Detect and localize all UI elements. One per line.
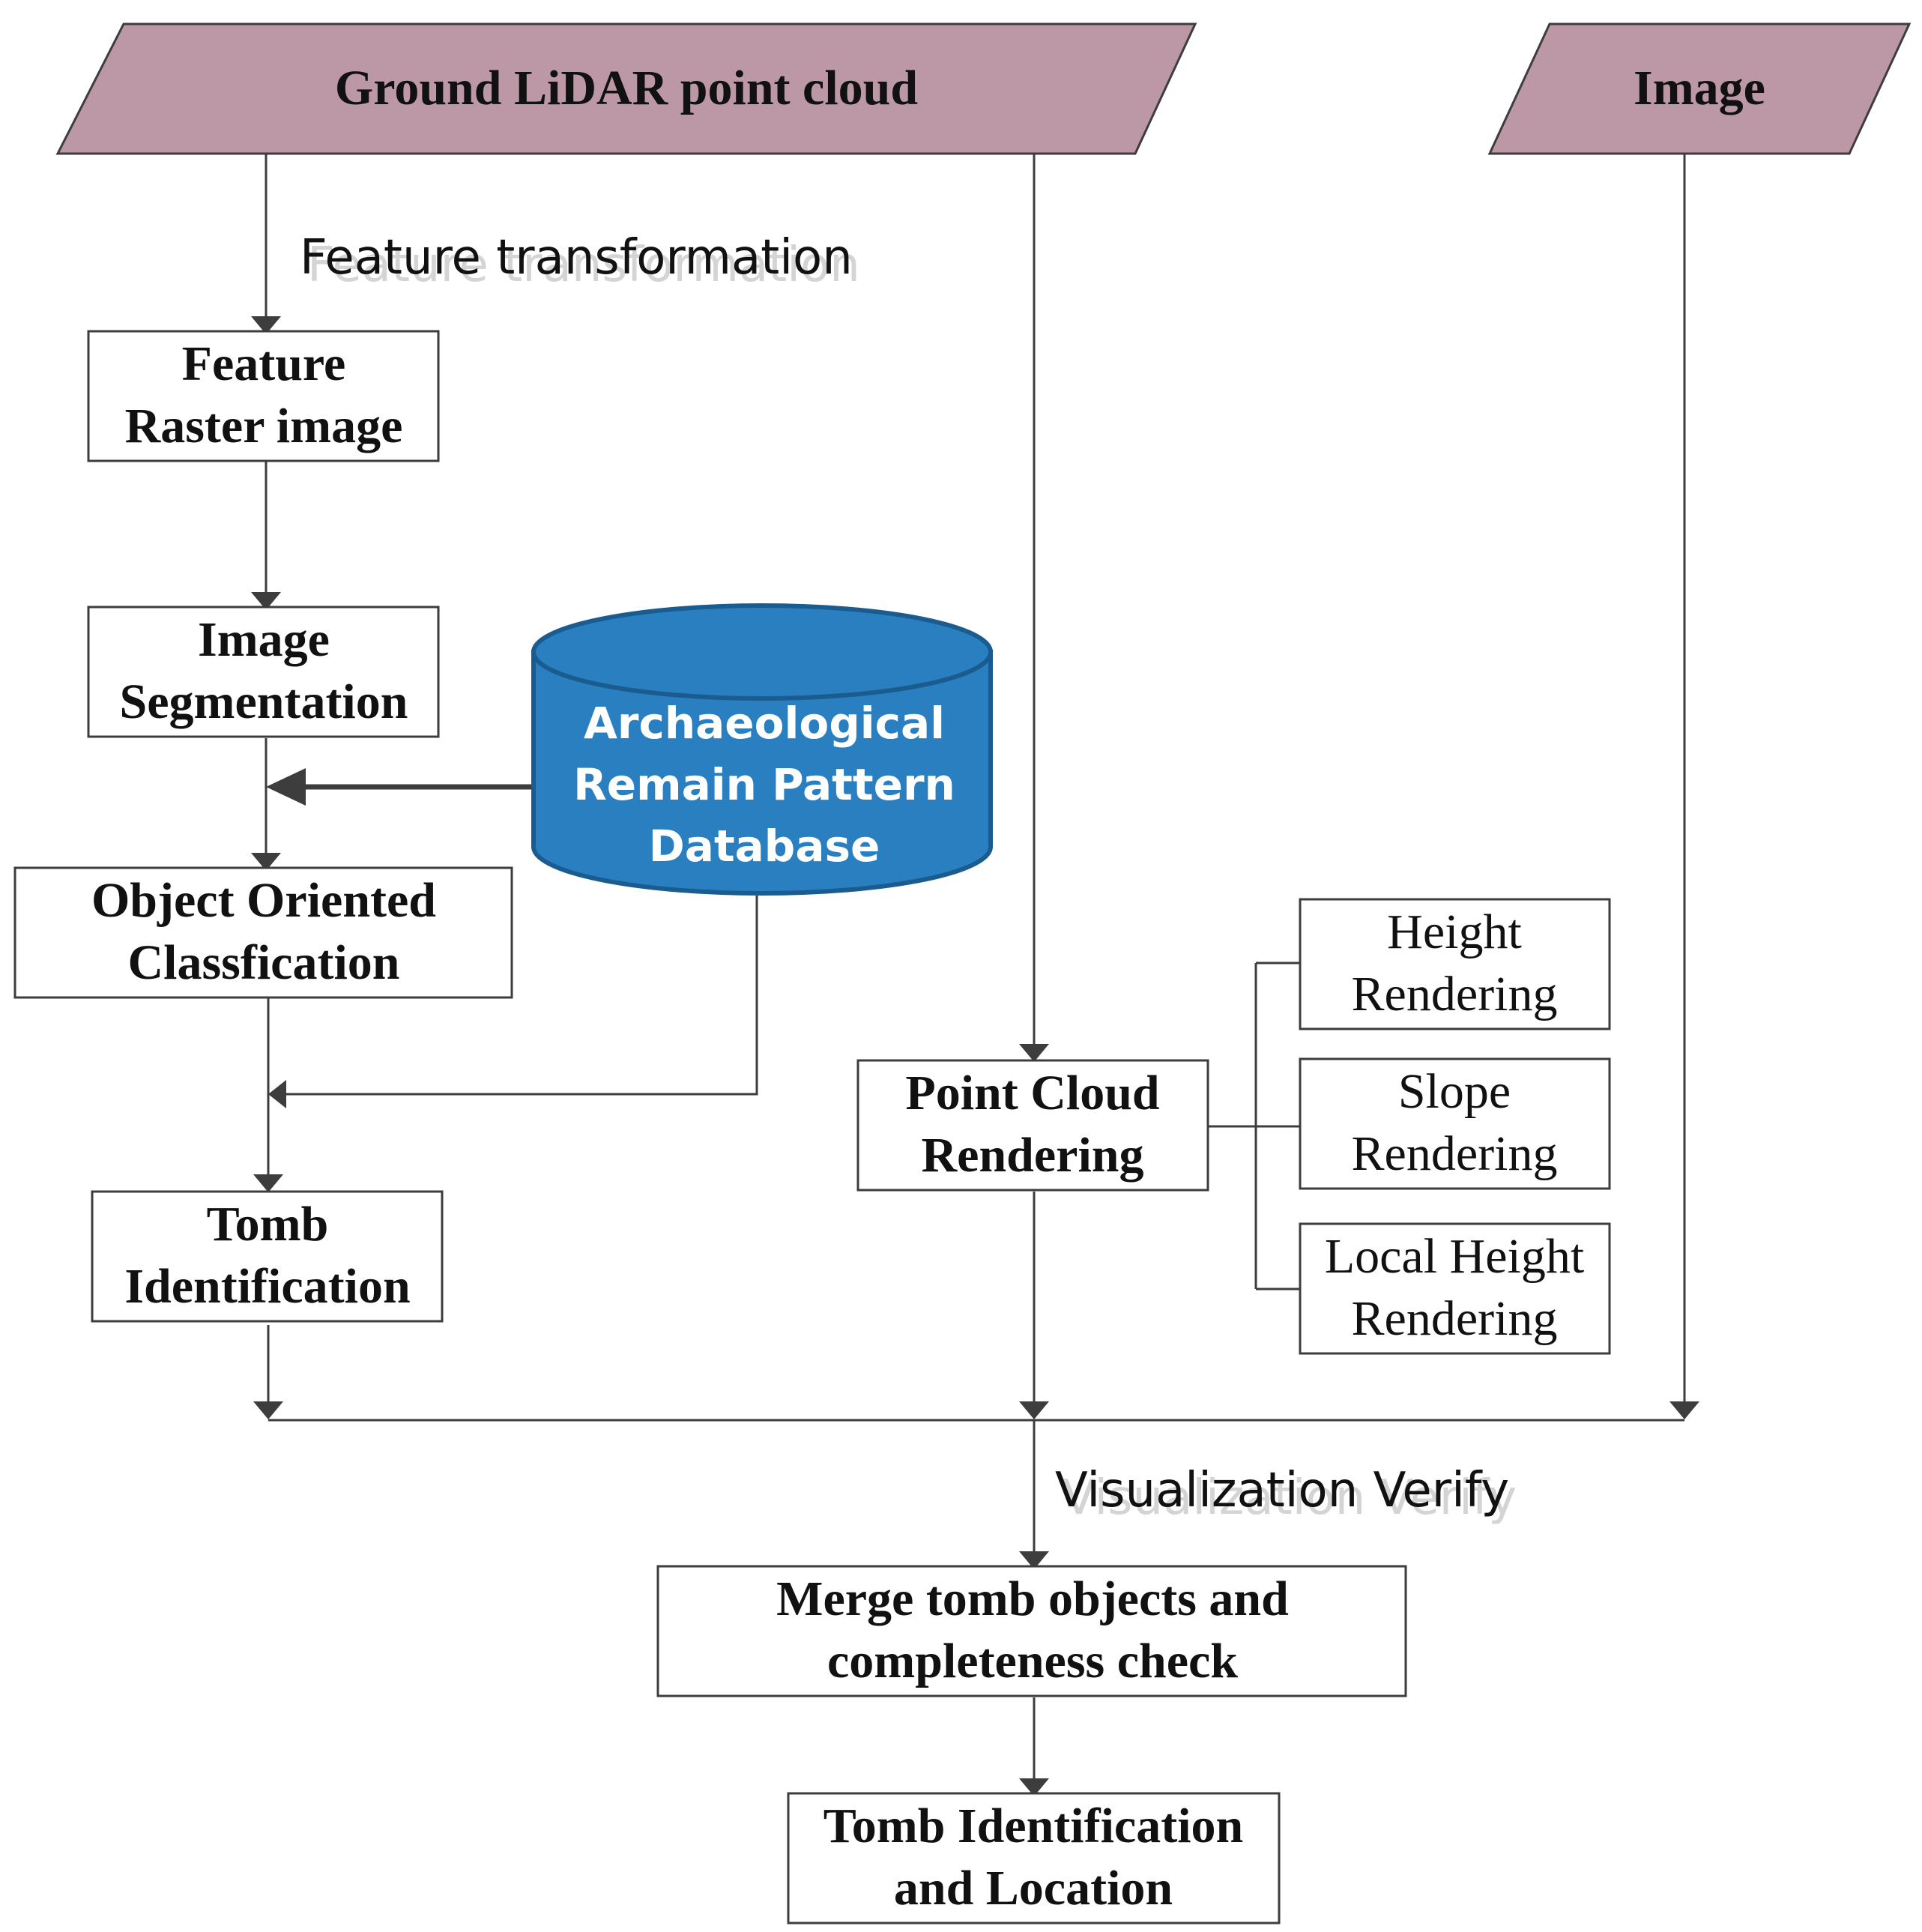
local-height-rendering-line-1: Local Height	[1325, 1229, 1584, 1284]
image-segmentation-box: Image Segmentation	[87, 606, 440, 738]
final-line-2: and Location	[894, 1861, 1173, 1916]
height-rendering-line-2: Rendering	[1352, 967, 1558, 1021]
visualization-verify-label: Visualization Verify Visualization Verif…	[1055, 1463, 1517, 1526]
feature-transformation-shadow: Feature transformation	[307, 238, 860, 293]
point-cloud-rendering-box: Point Cloud Rendering	[856, 1059, 1209, 1192]
image-segmentation-line-2: Segmentation	[120, 674, 408, 729]
feature-raster-rect	[87, 330, 440, 462]
final-rect	[787, 1792, 1281, 1925]
visualization-verify-text: Visualization Verify	[1055, 1463, 1509, 1518]
lidar-input: Ground LiDAR point cloud	[55, 22, 1197, 155]
point-cloud-rendering-line-1: Point Cloud	[905, 1066, 1159, 1120]
merge-line-2: completeness check	[827, 1634, 1238, 1688]
arrowhead	[1019, 1044, 1049, 1062]
pattern-database: Archaeological Remain Pattern Database	[531, 603, 993, 896]
merge-rect	[656, 1565, 1407, 1697]
visualization-verify-shadow: Visualization Verify	[1063, 1470, 1517, 1526]
tomb-identification-box: Tomb Identification	[91, 1190, 444, 1323]
slope-rendering-line-1: Slope	[1398, 1064, 1511, 1119]
object-oriented-box: Object Oriented Classfication	[13, 866, 513, 999]
tomb-identification-rect	[91, 1190, 444, 1323]
edge-database-to-classification	[279, 896, 758, 1096]
arrowhead	[253, 1401, 283, 1419]
tomb-identification-line-2: Identification	[124, 1259, 410, 1314]
image-input-label: Image	[1634, 61, 1765, 115]
lidar-input-label: Ground LiDAR point cloud	[335, 61, 918, 115]
image-segmentation-line-1: Image	[198, 612, 330, 667]
image-input-shape	[1487, 22, 1912, 155]
final-line-1: Tomb Identification	[824, 1799, 1243, 1853]
merge-line-1: Merge tomb objects and	[776, 1572, 1289, 1626]
arrowhead	[253, 1174, 283, 1192]
arrowhead	[268, 1080, 286, 1108]
local-height-rendering-box: Local Height Rendering	[1299, 1222, 1611, 1355]
arrowhead	[1019, 1778, 1049, 1796]
feature-transformation-label: Feature transformation Feature transform…	[300, 230, 860, 293]
height-rendering-box: Height Rendering	[1299, 898, 1611, 1030]
feature-raster-line-2: Raster image	[125, 399, 403, 453]
local-height-rendering-line-2: Rendering	[1352, 1291, 1558, 1346]
slope-rendering-line-2: Rendering	[1352, 1126, 1558, 1181]
lidar-input-shape	[55, 22, 1197, 155]
object-oriented-line-2: Classfication	[128, 935, 400, 990]
tomb-identification-line-1: Tomb	[207, 1197, 329, 1252]
final-box: Tomb Identification and Location	[787, 1792, 1281, 1925]
image-input: Image	[1487, 22, 1912, 155]
database-body	[531, 650, 993, 896]
slope-rendering-box: Slope Rendering	[1299, 1057, 1611, 1190]
arrowhead	[251, 592, 281, 610]
arrowhead	[251, 316, 281, 334]
database-top	[531, 603, 993, 701]
arrowhead-large	[266, 768, 306, 806]
feature-transformation-text: Feature transformation	[300, 230, 853, 286]
rendering-bracket	[1208, 962, 1335, 1290]
point-cloud-rendering-line-2: Rendering	[922, 1128, 1144, 1183]
database-line-2: Remain Pattern	[573, 759, 955, 810]
feature-raster-line-1: Feature	[182, 336, 346, 391]
arrowhead	[1019, 1401, 1049, 1419]
local-height-rendering-rect	[1299, 1222, 1611, 1355]
database-line-1: Archaeological	[584, 698, 945, 749]
height-rendering-line-1: Height	[1387, 905, 1522, 959]
point-cloud-rendering-rect	[856, 1059, 1209, 1192]
arrowhead	[1019, 1551, 1049, 1569]
feature-raster-box: Feature Raster image	[87, 330, 440, 462]
merge-box: Merge tomb objects and completeness chec…	[656, 1565, 1407, 1697]
database-line-3: Database	[649, 821, 880, 872]
connectors	[251, 154, 1699, 1796]
arrowhead	[251, 853, 281, 871]
arrowhead	[1669, 1401, 1699, 1419]
slope-rendering-rect	[1299, 1057, 1611, 1190]
image-segmentation-rect	[87, 606, 440, 738]
object-oriented-rect	[13, 866, 513, 999]
height-rendering-rect	[1299, 898, 1611, 1030]
object-oriented-line-1: Object Oriented	[91, 873, 436, 928]
